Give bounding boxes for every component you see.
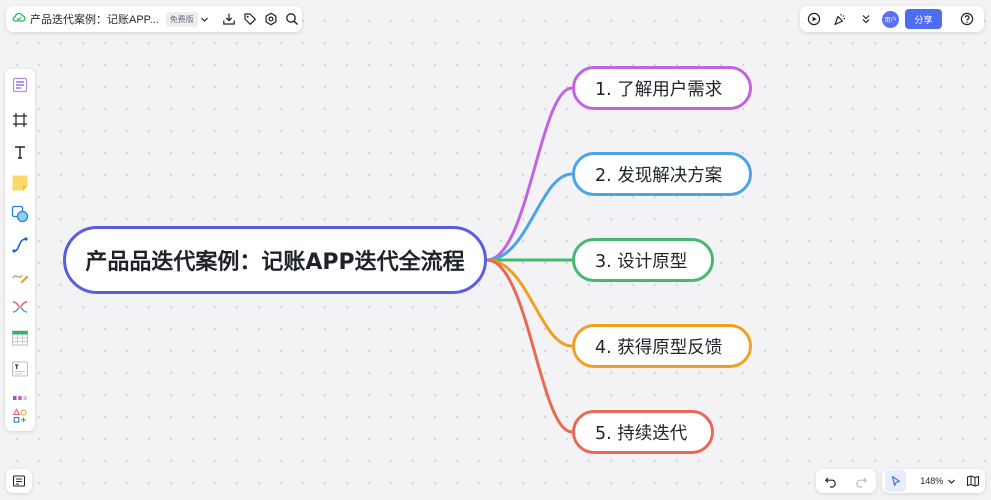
mindmap-node-5[interactable]: 5. 持续迭代	[572, 410, 714, 454]
more-components-icon[interactable]	[9, 405, 31, 427]
outline-icon[interactable]	[7, 469, 31, 493]
cloud-sync-icon	[12, 10, 26, 28]
table-icon[interactable]	[9, 327, 31, 349]
tag-icon[interactable]	[241, 7, 260, 31]
minimap-icon[interactable]	[962, 469, 985, 493]
redo-icon[interactable]	[849, 469, 873, 493]
sticky-note-icon[interactable]	[9, 172, 31, 194]
double-chevron-down-icon[interactable]	[854, 7, 878, 31]
connector-2	[486, 172, 573, 262]
outline-panel	[6, 469, 32, 493]
celebrate-icon[interactable]	[828, 7, 852, 31]
chevron-down-icon[interactable]	[199, 7, 210, 31]
plan-badge: 免费版	[165, 11, 198, 27]
zoom-chevron-down-icon[interactable]	[944, 469, 958, 493]
play-icon[interactable]	[802, 7, 826, 31]
download-icon[interactable]	[220, 7, 239, 31]
zoom-panel: 148%	[882, 469, 985, 493]
mindmap-root-node[interactable]: 产品品迭代案例：记账APP迭代全流程	[63, 226, 487, 294]
cursor-select-icon[interactable]	[885, 470, 907, 492]
top-right-toolbar: 用户 分享	[800, 6, 984, 32]
connector-4	[486, 258, 573, 348]
zoom-level[interactable]: 148%	[920, 476, 944, 486]
text-card-icon[interactable]	[9, 358, 31, 380]
document-title[interactable]: 产品迭代案例：记账APP...	[30, 14, 159, 26]
flowchart-icon[interactable]	[9, 387, 31, 409]
mindmap-node-3[interactable]: 3. 设计原型	[572, 238, 714, 282]
connector-icon[interactable]	[9, 234, 31, 256]
left-toolbar	[5, 69, 35, 431]
mindmap-icon[interactable]	[9, 296, 31, 318]
mindmap-node-1[interactable]: 1. 了解用户需求	[572, 66, 752, 110]
shape-icon[interactable]	[9, 203, 31, 225]
share-button[interactable]: 分享	[905, 9, 942, 29]
gear-icon[interactable]	[262, 7, 281, 31]
template-icon[interactable]	[9, 74, 31, 96]
connector-5	[486, 258, 573, 434]
search-icon[interactable]	[283, 7, 302, 31]
help-icon[interactable]	[955, 7, 979, 31]
top-left-toolbar: 产品迭代案例：记账APP... 免费版	[6, 6, 302, 32]
text-tool-icon[interactable]	[9, 141, 31, 163]
connector-1	[486, 86, 573, 262]
pen-icon[interactable]	[9, 265, 31, 287]
history-panel	[816, 469, 876, 493]
mindmap-node-4[interactable]: 4. 获得原型反馈	[572, 324, 752, 368]
undo-icon[interactable]	[819, 469, 843, 493]
avatar[interactable]: 用户	[882, 10, 899, 28]
frame-icon[interactable]	[9, 109, 31, 131]
mindmap-node-2[interactable]: 2. 发现解决方案	[572, 152, 752, 196]
